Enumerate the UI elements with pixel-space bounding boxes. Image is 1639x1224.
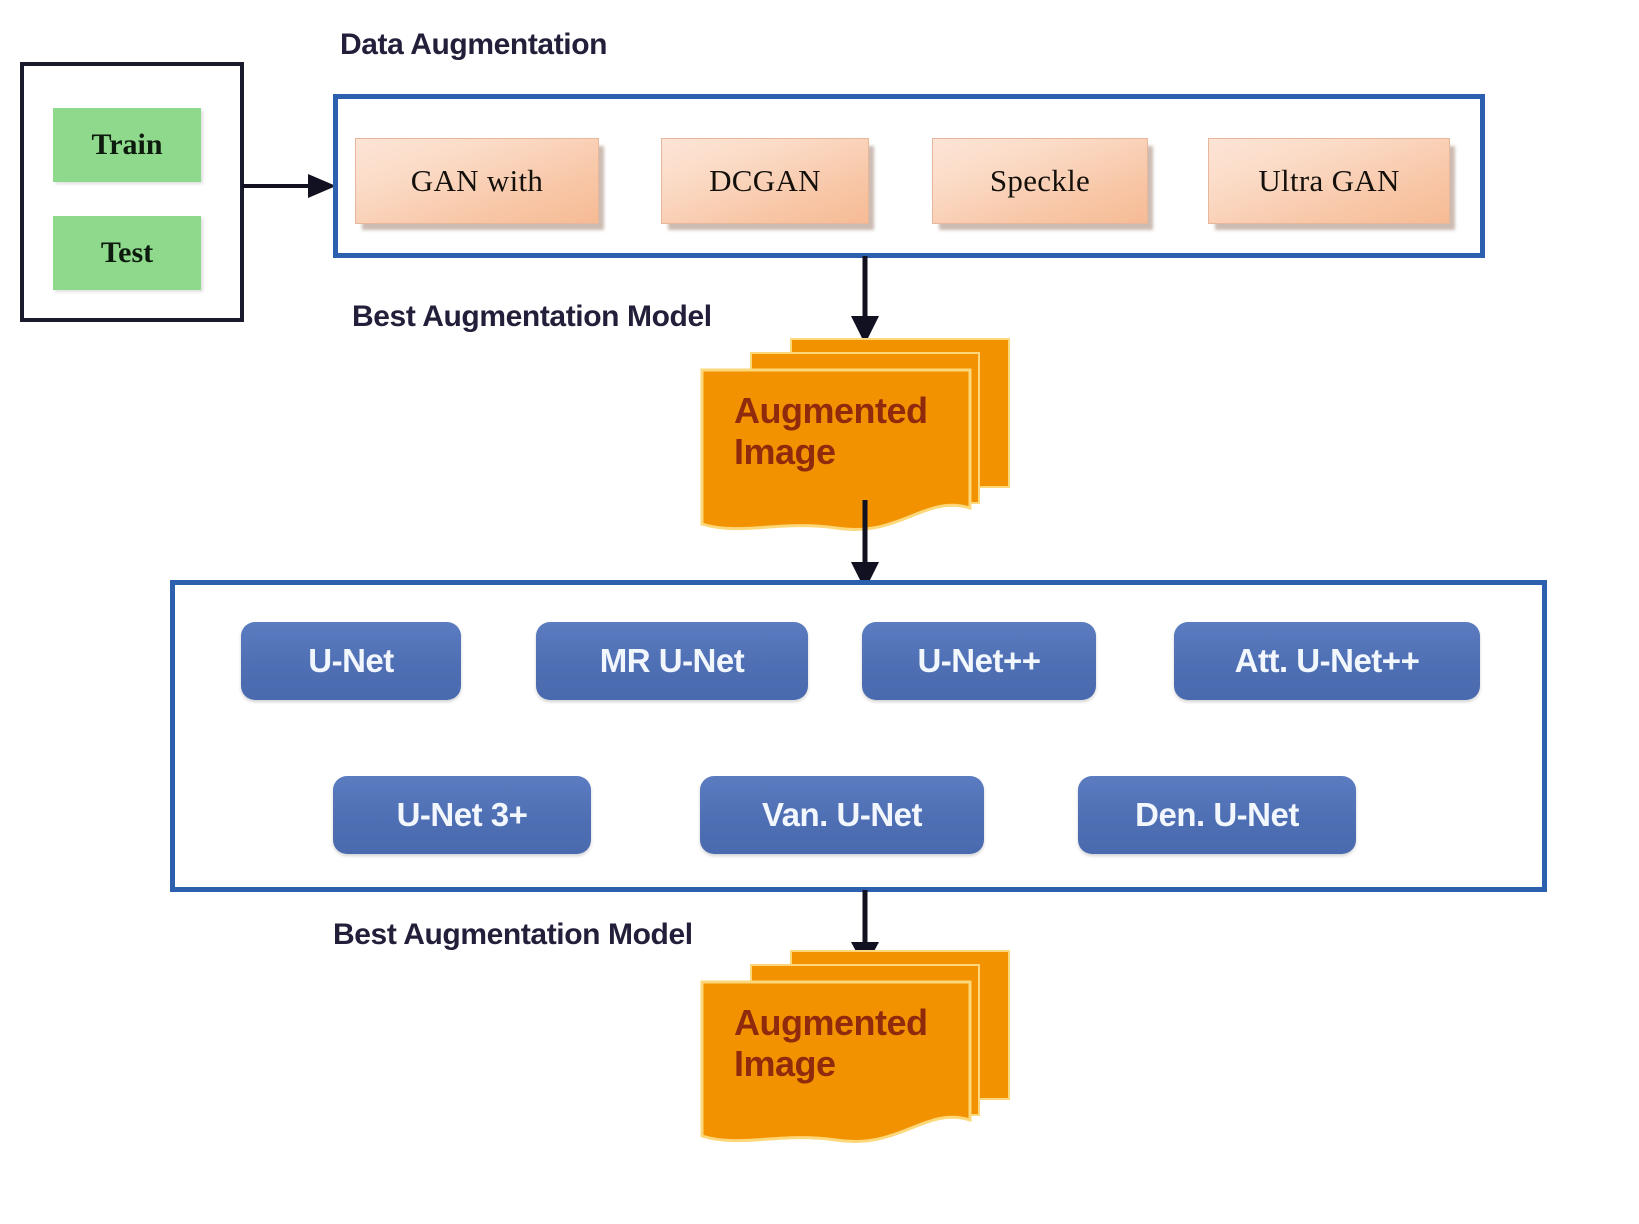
best-augmentation-model-label-bottom: Best Augmentation Model [333,918,693,951]
dataset-train-box[interactable]: Train [53,108,201,182]
document-sheet-front [700,980,972,1145]
segmentation-model-att-u-net-plusplus[interactable]: Att. U-Net++ [1174,622,1480,700]
augmentation-method-dcgan[interactable]: DCGAN [661,138,869,224]
augmented-image-line1: Augmented [734,390,928,431]
segmentation-model-van-u-net[interactable]: Van. U-Net [700,776,984,854]
augmented-image-line2: Image [734,1043,836,1085]
augmentation-method-ultra-gan[interactable]: Ultra GAN [1208,138,1450,224]
dataset-box: Train Test [20,62,244,322]
segmentation-model-u-net[interactable]: U-Net [241,622,461,700]
augmentation-method-speckle[interactable]: Speckle [932,138,1148,224]
augmentation-method-gan-with[interactable]: GAN with [355,138,599,224]
segmentation-model-mr-u-net[interactable]: MR U-Net [536,622,808,700]
augmented-image-line1: Augmented [734,1002,928,1043]
augmented-image-label-top: Augmented Image [734,390,966,473]
segmentation-model-u-net-3plus[interactable]: U-Net 3+ [333,776,591,854]
best-augmentation-model-label-top: Best Augmentation Model [352,300,712,333]
segmentation-model-u-net-plusplus[interactable]: U-Net++ [862,622,1096,700]
augmented-image-label-bottom: Augmented Image [734,1002,966,1085]
augmented-image-stack-bottom: Augmented Image [700,950,1010,1145]
augmented-image-stack-top: Augmented Image [700,338,1010,533]
document-sheet-front [700,368,972,533]
arrow-augmentation-to-augmented-image [851,256,879,344]
arrow-dataset-to-augmentation [242,174,336,198]
segmentation-model-den-u-net[interactable]: Den. U-Net [1078,776,1356,854]
arrow-augmented-image-to-segmentation [851,500,879,590]
data-augmentation-heading: Data Augmentation [340,28,608,61]
dataset-test-box[interactable]: Test [53,216,201,290]
augmented-image-line2: Image [734,431,836,473]
